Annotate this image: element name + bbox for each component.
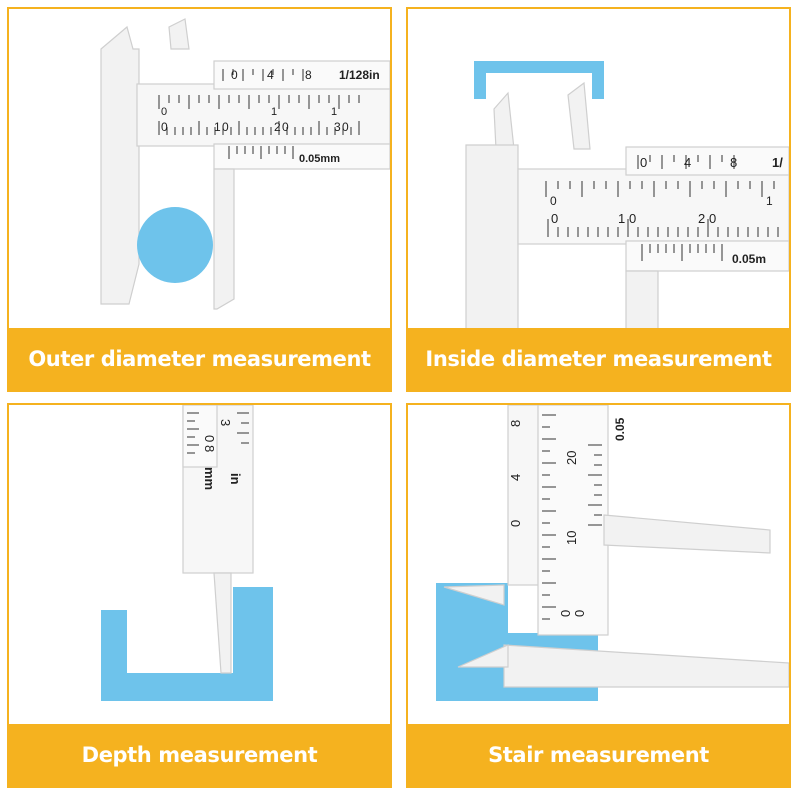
stair-num-0-a: 0 [558,610,573,617]
panel-inside-diameter: 0 4 8 1/ 0 1 0 1 0 2 0 0.05m Inside diam… [406,7,791,392]
upper-nib [168,18,190,50]
hole-object [101,587,273,701]
label-band: Depth measurement [9,724,390,786]
inch-num-0: 0 [640,155,647,170]
round-object [137,207,213,283]
top-num-0: 0 [550,194,557,208]
cm-num-2: 2 [698,211,705,226]
beam-ticks [158,69,360,159]
beam-ticks [187,412,249,454]
depth-num-0: 0 [202,435,217,442]
metric-resolution: 0.05m [732,252,766,266]
cm-num-3-0: 0 [342,120,349,134]
top-num-1: 1 [766,194,773,208]
outer-diameter-illustration: 0 4 8 1/128in 0 1 1 0 1 0 2 0 3 0 0.05mm [100,18,390,310]
label-band: Stair measurement [408,724,789,786]
stair-num-0-b: 0 [572,610,587,617]
inch-num-8: 8 [730,155,737,170]
stair-illustration: 8 4 0 20 10 0 0 0.05 [436,405,789,701]
unit-in: in [228,473,243,485]
stair-num-20: 20 [564,451,579,465]
stair-num-4: 4 [508,474,523,481]
inside-jaw-left [493,91,515,150]
cm-num-1: 1 [618,211,625,226]
label-band: Inside diameter measurement [408,328,789,390]
cm-num-0: 0 [551,211,558,226]
inch-num-4: 4 [267,68,274,82]
depth-illustration: 3 0 8 in mm [101,405,273,701]
depth-num-3: 3 [218,419,233,426]
lower-jaw [503,644,789,688]
vernier-slider [625,240,789,272]
panel-outer-diameter: 0 4 8 1/128in 0 1 1 0 1 0 2 0 3 0 0.05mm… [7,7,392,392]
inch-resolution: 1/ [772,155,783,170]
inside-diameter-illustration: 0 4 8 1/ 0 1 0 1 0 2 0 0.05m [465,61,789,329]
beam-ticks [542,414,602,620]
upper-nib [443,584,505,606]
moving-jaw [213,168,235,310]
stair-block-left [436,583,508,701]
vernier-slider [537,405,609,636]
panel-label: Outer diameter measurement [28,347,371,371]
unit-mm: mm [202,467,217,490]
cm-num-1-0: 0 [222,120,229,134]
inch-num-8: 8 [305,68,312,82]
inch-num-4: 4 [684,155,691,170]
cm-num-2-0: 0 [282,120,289,134]
depth-num-8: 8 [202,445,217,452]
cm-num-3: 3 [334,120,341,134]
fixed-jaw [100,25,140,305]
panel-label: Depth measurement [81,743,318,767]
cm-num-2: 2 [274,120,281,134]
stair-num-0: 0 [508,520,523,527]
beam-ticks [545,155,779,261]
inch-slider [625,146,789,176]
metric-resolution: 0.05 [613,417,627,441]
cm-num-1-0: 0 [629,211,636,226]
inch-num-0: 0 [231,68,238,82]
top-num-1b: 1 [331,106,337,118]
cm-num-2-0: 0 [709,211,716,226]
inch-resolution: 1/128in [339,68,380,82]
panel-depth: 3 0 8 in mm Depth measurement [7,403,392,788]
main-beam [136,83,390,147]
upper-jaw [603,514,771,554]
depth-rod [213,572,232,674]
cm-num-1: 1 [214,120,221,134]
vernier-slider [213,143,390,170]
stair-num-8: 8 [508,420,523,427]
panel-label: Stair measurement [488,743,709,767]
metric-resolution: 0.05mm [299,153,340,165]
inside-jaw-right [567,81,591,150]
stair-num-10: 10 [564,531,579,545]
fixed-jaw [465,144,519,329]
panel-stair: 8 4 0 20 10 0 0 0.05 Stair measurement [406,403,791,788]
bracket-object [474,61,604,99]
panel-label: Inside diameter measurement [425,347,772,371]
top-num-1a: 1 [271,106,277,118]
label-band: Outer diameter measurement [9,328,390,390]
cm-num-0: 0 [161,120,168,134]
moving-jaw [625,270,659,329]
slider [182,405,218,468]
top-num-0: 0 [161,106,167,118]
step-nib [457,644,509,668]
